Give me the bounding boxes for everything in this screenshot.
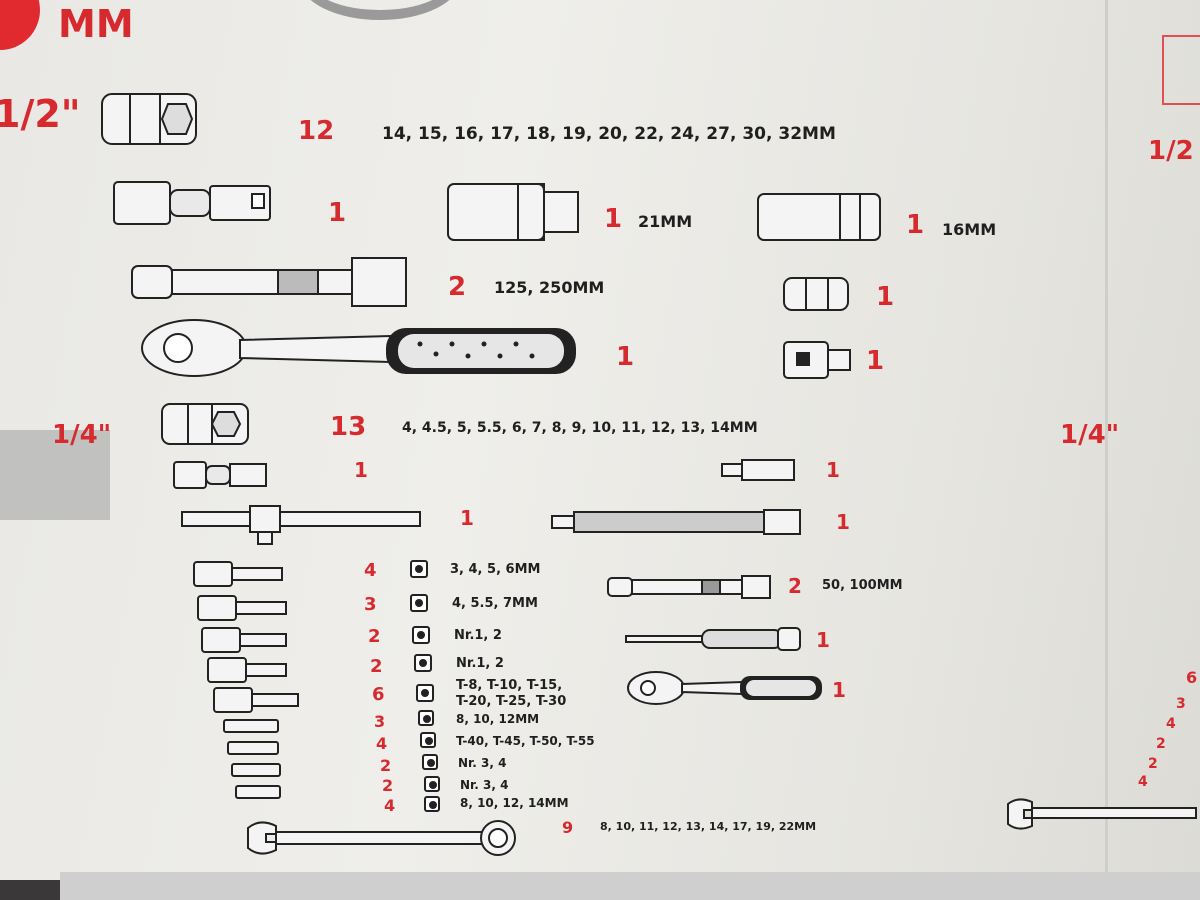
spark-21-count: 1 (604, 204, 623, 234)
right-count: 2 (1156, 736, 1166, 752)
panel-divider (1105, 0, 1108, 880)
wrench-count: 9 (562, 818, 574, 837)
spark-socket-21-icon (447, 183, 579, 241)
half-extension-count: 2 (448, 272, 467, 302)
bit-desc: Nr. 3, 4 (460, 778, 509, 792)
reducer-adapter-icon (783, 341, 851, 379)
bit-desc: T-8, T-10, T-15, (456, 678, 563, 693)
quarter-sockets-count: 13 (330, 412, 367, 442)
bit-count: 6 (372, 684, 385, 705)
bit-desc-line2: T-20, T-25, T-30 (456, 694, 567, 709)
quarter-extension-icon (607, 575, 771, 599)
bit-count: 3 (364, 594, 377, 615)
bit-count: 2 (382, 776, 394, 795)
unit-label: MM (58, 2, 134, 46)
socket-icon (101, 93, 197, 145)
bit-desc: Nr. 3, 4 (458, 756, 507, 770)
half-extension-sizes: 125, 250MM (494, 278, 605, 297)
quarter-ujoint-count: 1 (354, 458, 368, 482)
right-wrench-icon (1007, 798, 1197, 830)
half-adapter-count: 1 (876, 282, 895, 312)
bit-desc: Nr.1, 2 (454, 628, 502, 643)
slotted-bit-icon (410, 594, 428, 612)
ratchet-icon (141, 319, 576, 377)
quarter-ratchet-count: 1 (832, 678, 846, 702)
section-half-inch: 1/2" (0, 92, 81, 136)
quarter-extension-count: 2 (788, 574, 802, 598)
bit-sockets-column-icon (193, 561, 299, 799)
bit-count: 3 (374, 712, 386, 731)
red-logo-circle (0, 0, 40, 50)
bit-count: 2 (368, 626, 381, 647)
bit-count: 2 (370, 656, 383, 677)
quarter-tbar-count: 1 (460, 506, 474, 530)
wrench-sizes: 8, 10, 11, 12, 13, 14, 17, 19, 22MM (600, 820, 817, 833)
quarter-adapter-icon (721, 459, 795, 481)
quarter-socket-icon (161, 403, 249, 445)
slotted-bit-icon (418, 710, 434, 726)
right-count: 2 (1148, 756, 1158, 772)
quarter-extension-sizes: 50, 100MM (822, 578, 903, 593)
bit-count: 4 (384, 796, 396, 815)
t-bar-icon (181, 505, 421, 545)
universal-joint-icon (113, 181, 271, 225)
tape-strip (0, 430, 110, 520)
torx-bit-icon (420, 732, 436, 748)
pozi-bit-icon (424, 776, 440, 792)
box-bottom-edge (60, 872, 1200, 900)
bit-desc: 4, 5.5, 7MM (452, 596, 538, 611)
combination-wrench-icon (247, 820, 516, 856)
bit-desc: 8, 10, 12, 14MM (460, 796, 569, 810)
bit-desc: 3, 4, 5, 6MM (450, 562, 541, 577)
right-count: 4 (1138, 774, 1148, 790)
pozi-bit-icon (414, 654, 432, 672)
bit-count: 2 (380, 756, 392, 775)
bit-count: 4 (376, 734, 388, 753)
half-ratchet-count: 1 (616, 342, 635, 372)
extension-bar-icon (131, 257, 407, 307)
flex-extension-icon (551, 509, 801, 535)
right-section-quarter: 1/4" (1060, 420, 1120, 450)
phillips-bit-icon (422, 754, 438, 770)
right-count: 3 (1176, 696, 1186, 712)
half-sockets-sizes: 14, 15, 16, 17, 18, 19, 20, 22, 24, 27, … (382, 124, 836, 144)
bit-driver-count: 1 (816, 628, 830, 652)
spark-21-size: 21MM (638, 212, 693, 231)
hex-bit-icon (424, 796, 440, 812)
adapter-icon (783, 277, 849, 311)
tool-set-box-panel: MM 1/2" 1/2 1/4" 1/4" 12 14, 15, 16, 17,… (0, 0, 1200, 880)
bit-desc: 8, 10, 12MM (456, 712, 540, 726)
hex-bit-icon (410, 560, 428, 578)
spark-16-size: 16MM (942, 220, 997, 239)
section-quarter-inch: 1/4" (52, 420, 112, 450)
bit-desc: T-40, T-45, T-50, T-55 (456, 734, 595, 748)
right-section-half: 1/2 (1148, 136, 1194, 166)
right-count: 4 (1166, 716, 1176, 732)
bit-count: 4 (364, 560, 377, 581)
top-ring-graphic (300, 0, 460, 20)
right-count: 6 (1186, 668, 1198, 687)
spark-socket-16-icon (757, 193, 881, 241)
torx-bit-icon (416, 684, 434, 702)
quarter-flex-count: 1 (836, 510, 850, 534)
quarter-adapter-count: 1 (826, 458, 840, 482)
half-sockets-count: 12 (298, 116, 335, 146)
quarter-ujoint-icon (173, 461, 267, 489)
half-reducer-count: 1 (866, 346, 885, 376)
bit-desc: Nr.1, 2 (456, 656, 504, 671)
spark-16-count: 1 (906, 210, 925, 240)
phillips-bit-icon (412, 626, 430, 644)
quarter-sockets-sizes: 4, 4.5, 5, 5.5, 6, 7, 8, 9, 10, 11, 12, … (402, 420, 758, 436)
bit-driver-icon (625, 627, 801, 651)
red-frame-graphic (1162, 35, 1200, 105)
half-ujoint-count: 1 (328, 198, 347, 228)
quarter-ratchet-icon (627, 671, 822, 705)
